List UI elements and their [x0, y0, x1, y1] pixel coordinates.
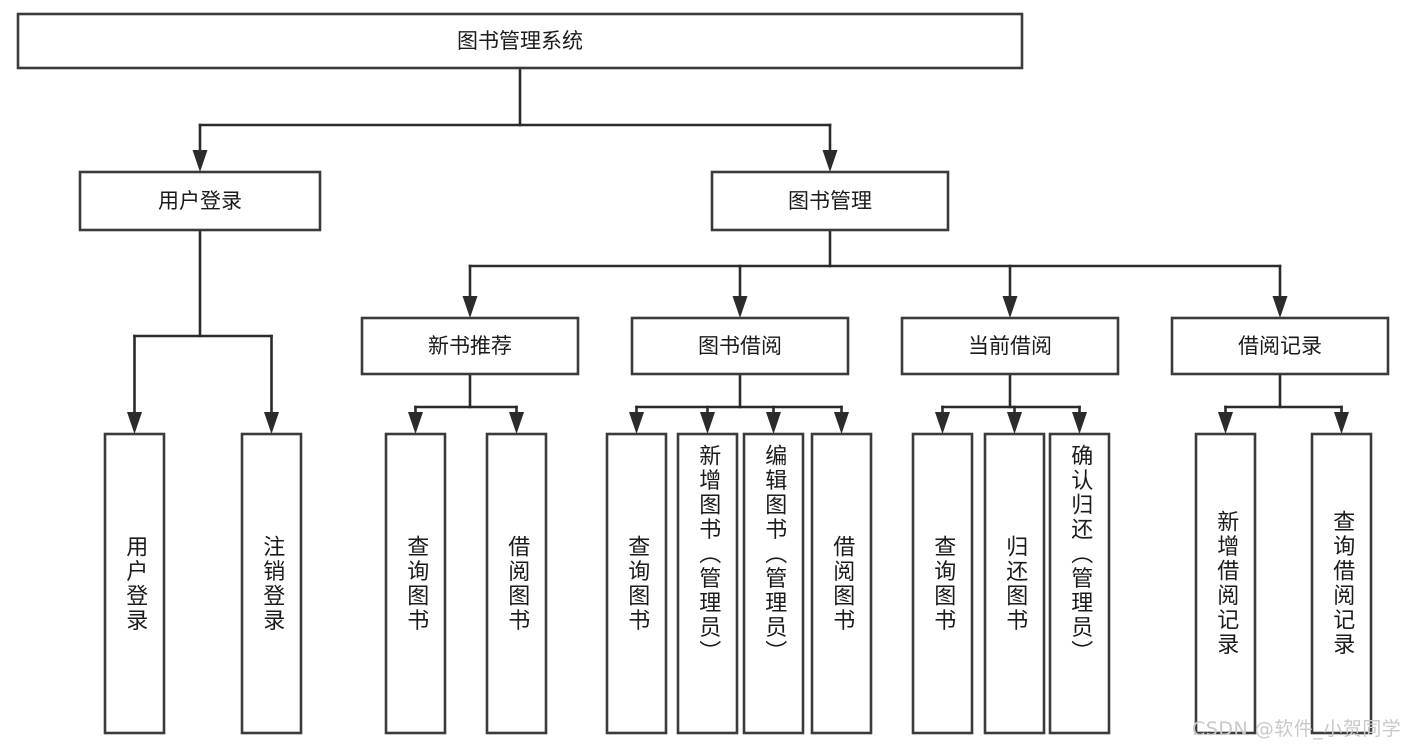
node-label: 借阅记录 [1238, 334, 1322, 358]
node-book-borrow[interactable] [630, 316, 850, 376]
node-leaf-query-book-rec[interactable] [384, 432, 447, 735]
node-box[interactable] [742, 432, 805, 735]
node-label: 用户登录 [158, 189, 242, 213]
arrow-head-icon [1072, 412, 1087, 434]
node-box[interactable] [710, 170, 950, 232]
node-box[interactable] [384, 432, 447, 735]
arrow-head-icon [629, 412, 644, 434]
node-leaf-query-record[interactable] [1310, 432, 1373, 735]
node-box[interactable] [1048, 432, 1111, 735]
node-box[interactable] [16, 12, 1024, 70]
arrow-head-icon [192, 150, 208, 172]
node-box[interactable] [911, 432, 974, 735]
node-label: 图书管理 [788, 189, 872, 213]
arrow-head-icon [1002, 296, 1018, 318]
node-box[interactable] [810, 432, 873, 735]
node-new-book-rec[interactable] [360, 316, 580, 376]
node-label: 当前借阅 [968, 334, 1052, 358]
arrow-head-icon [822, 150, 838, 172]
arrow-head-icon [462, 296, 478, 318]
node-borrow-record[interactable] [1170, 316, 1390, 376]
node-label: 新书推荐 [428, 334, 512, 358]
arrow-head-icon [127, 412, 142, 434]
node-leaf-return-book[interactable] [983, 432, 1046, 735]
node-current-borrow[interactable] [900, 316, 1120, 376]
node-box[interactable] [900, 316, 1120, 376]
node-user-login[interactable] [78, 170, 322, 232]
watermark-text: CSDN @软件_小贺同学 [1192, 718, 1402, 740]
node-box[interactable] [1170, 316, 1390, 376]
node-box[interactable] [1310, 432, 1373, 735]
arrow-head-icon [766, 412, 781, 434]
node-leaf-confirm-return[interactable] [1048, 432, 1111, 735]
node-box[interactable] [78, 170, 322, 232]
node-leaf-add-record[interactable] [1194, 432, 1257, 735]
node-box[interactable] [485, 432, 548, 735]
node-box[interactable] [630, 316, 850, 376]
arrow-head-icon [1334, 412, 1349, 434]
node-label: 图书管理系统 [457, 29, 583, 53]
node-leaf-query-book-cur[interactable] [911, 432, 974, 735]
node-box[interactable] [983, 432, 1046, 735]
node-leaf-borrow-book[interactable] [810, 432, 873, 735]
node-root[interactable] [16, 12, 1024, 70]
arrow-head-icon [732, 296, 748, 318]
node-leaf-query-book-borrow[interactable] [605, 432, 668, 735]
node-box[interactable] [605, 432, 668, 735]
node-leaf-add-book[interactable] [676, 432, 739, 735]
node-label: 图书借阅 [698, 334, 782, 358]
arrow-head-icon [834, 412, 849, 434]
arrow-head-icon [264, 412, 279, 434]
node-box[interactable] [1194, 432, 1257, 735]
node-leaf-logout[interactable] [240, 432, 303, 735]
arrow-head-icon [935, 412, 950, 434]
node-book-manage[interactable] [710, 170, 950, 232]
node-leaf-edit-book[interactable] [742, 432, 805, 735]
node-box[interactable] [360, 316, 580, 376]
arrow-head-icon [509, 412, 524, 434]
node-box[interactable] [676, 432, 739, 735]
arrow-head-icon [408, 412, 423, 434]
node-box[interactable] [240, 432, 303, 735]
arrow-head-icon [700, 412, 715, 434]
arrow-head-icon [1218, 412, 1233, 434]
arrow-head-icon [1007, 412, 1022, 434]
connector-layer [127, 66, 1349, 434]
node-leaf-user-login[interactable] [103, 432, 166, 735]
node-box[interactable] [103, 432, 166, 735]
arrow-head-icon [1272, 296, 1288, 318]
node-leaf-borrow-book-rec[interactable] [485, 432, 548, 735]
